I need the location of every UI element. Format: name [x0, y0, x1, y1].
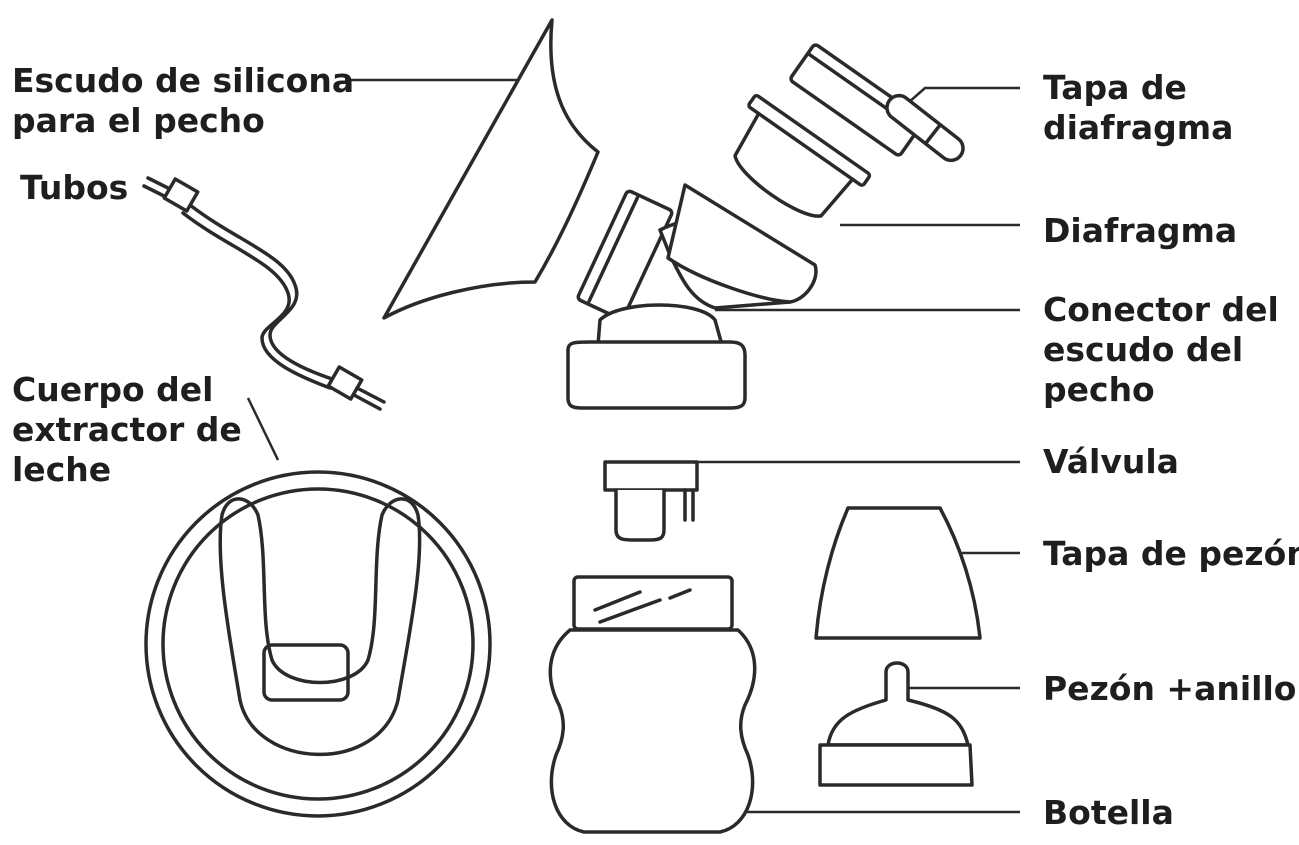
label-bottle-text: Botella	[1043, 793, 1174, 832]
label-diaphragm-cap-line1: Tapa de	[1043, 68, 1187, 107]
label-diaphragm-cap-line2: diafragma	[1043, 108, 1234, 147]
diaphragm-drawing	[733, 93, 872, 218]
label-diaphragm: Diafragma	[1043, 211, 1237, 251]
label-pump-body-line2: extractor de	[12, 410, 242, 449]
label-diaphragm-cap: Tapa de diafragma	[1043, 68, 1233, 148]
label-tubing-text: Tubos	[20, 168, 129, 207]
label-nipple-ring-text: Pezón +anillo	[1043, 669, 1297, 708]
label-connector: Conector del escudo del pecho	[1043, 290, 1279, 410]
label-nipple-cap: Tapa de pezón	[1043, 534, 1299, 574]
nipple-cap-drawing	[814, 506, 982, 640]
nipple-ring-drawing	[818, 661, 974, 787]
label-pump-body-line1: Cuerpo del	[12, 370, 214, 409]
silicone-shield-drawing	[382, 18, 600, 320]
label-connector-line2: escudo del	[1043, 330, 1244, 369]
bottle-drawing	[548, 575, 757, 834]
label-tubing: Tubos	[20, 168, 128, 208]
label-diaphragm-text: Diafragma	[1043, 211, 1238, 250]
label-silicone-shield-line1: Escudo de silicona	[12, 61, 355, 100]
tubing-drawing	[142, 176, 386, 411]
label-connector-line1: Conector del	[1043, 290, 1279, 329]
label-connector-line3: pecho	[1043, 370, 1155, 409]
label-silicone-shield: Escudo de silicona para el pecho	[12, 61, 354, 141]
label-nipple-ring: Pezón +anillo	[1043, 669, 1296, 709]
label-valve-text: Válvula	[1043, 442, 1179, 481]
label-pump-body-line3: leche	[12, 450, 112, 489]
connector-drawing	[566, 183, 818, 410]
pump-body-drawing	[144, 470, 492, 818]
diaphragm-cap-drawing	[789, 43, 965, 163]
leader-cuerpo	[246, 397, 280, 461]
valve-drawing	[603, 460, 699, 542]
label-pump-body: Cuerpo del extractor de leche	[12, 370, 242, 490]
label-nipple-cap-text: Tapa de pezón	[1043, 534, 1299, 573]
label-bottle: Botella	[1043, 793, 1174, 833]
label-valve: Válvula	[1043, 442, 1179, 482]
label-silicone-shield-line2: para el pecho	[12, 101, 265, 140]
